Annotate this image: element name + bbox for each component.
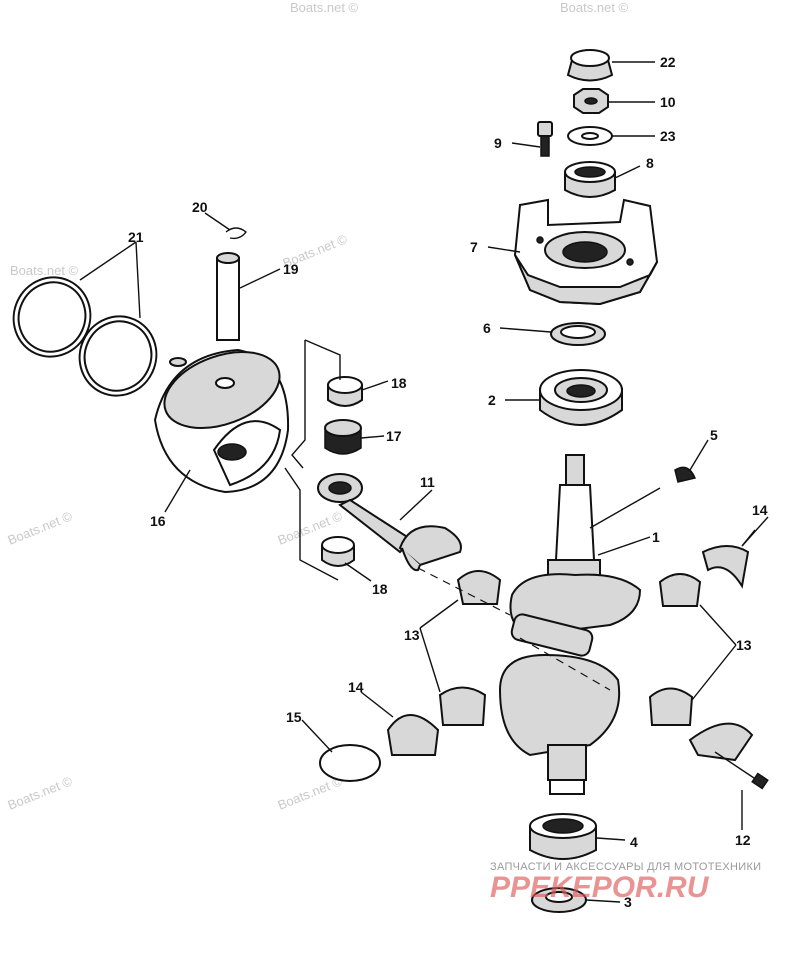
watermark: Boats.net © bbox=[10, 263, 79, 278]
callout-6: 6 bbox=[483, 320, 491, 336]
watermark: Boats.net © bbox=[560, 0, 629, 15]
callout-4: 4 bbox=[630, 834, 638, 850]
watermark: Boats.net © bbox=[6, 508, 75, 548]
assembly-line bbox=[284, 467, 339, 581]
part-18-bushing-lower[interactable] bbox=[321, 536, 355, 567]
part-rod-cap[interactable] bbox=[688, 722, 754, 762]
callout-2: 2 bbox=[488, 392, 496, 408]
part-19-wrist-pin[interactable] bbox=[216, 252, 240, 341]
watermark: Boats.net © bbox=[6, 773, 75, 813]
part-9-screw[interactable] bbox=[537, 121, 553, 157]
callout-12: 12 bbox=[735, 832, 751, 848]
callout-18: 18 bbox=[372, 581, 388, 597]
part-13-roller-cage[interactable] bbox=[438, 570, 702, 726]
callout-21: 21 bbox=[128, 229, 144, 245]
callout-8: 8 bbox=[646, 155, 654, 171]
part-14-race-upper[interactable] bbox=[701, 545, 750, 589]
part-8-bushing[interactable] bbox=[564, 161, 616, 198]
callout-14: 14 bbox=[752, 502, 768, 518]
callout-14: 14 bbox=[348, 679, 364, 695]
brand-tagline: ЗАПЧАСТИ И АКСЕССУАРЫ ДЛЯ МОТОТЕХНИКИ bbox=[490, 861, 761, 873]
leader-lines bbox=[79, 61, 769, 903]
watermark: Boats.net © bbox=[290, 0, 359, 15]
callout-13: 13 bbox=[736, 637, 752, 653]
part-2-bearing[interactable] bbox=[539, 369, 623, 426]
part-17-needle-bearing[interactable] bbox=[324, 419, 362, 455]
part-22-cap[interactable] bbox=[566, 49, 614, 82]
callout-18: 18 bbox=[391, 375, 407, 391]
callout-22: 22 bbox=[660, 54, 676, 70]
callout-20: 20 bbox=[192, 199, 208, 215]
part-18-bushing-upper[interactable] bbox=[327, 376, 363, 407]
part-1-crankshaft[interactable] bbox=[498, 454, 642, 795]
part-7-end-cap[interactable] bbox=[513, 198, 659, 306]
callout-3: 3 bbox=[624, 894, 632, 910]
callout-17: 17 bbox=[386, 428, 402, 444]
part-4-bearing[interactable] bbox=[529, 813, 597, 860]
callout-19: 19 bbox=[283, 261, 299, 277]
part-11-connecting-rod[interactable] bbox=[317, 473, 462, 572]
part-3-seal[interactable] bbox=[531, 887, 587, 913]
part-12-bolt[interactable] bbox=[714, 751, 769, 790]
callout-15: 15 bbox=[286, 709, 302, 725]
callout-16: 16 bbox=[150, 513, 166, 529]
part-20-clip[interactable] bbox=[225, 227, 247, 240]
part-21-rings[interactable] bbox=[1, 265, 170, 409]
part-16-piston[interactable] bbox=[153, 338, 290, 494]
callout-10: 10 bbox=[660, 94, 676, 110]
assembly-line bbox=[519, 637, 611, 691]
callout-23: 23 bbox=[660, 128, 676, 144]
callout-9: 9 bbox=[494, 135, 502, 151]
callout-1: 1 bbox=[652, 529, 660, 545]
part-10-nut[interactable] bbox=[573, 88, 609, 114]
callout-7: 7 bbox=[470, 239, 478, 255]
part-14-race-lower[interactable] bbox=[386, 714, 440, 756]
part-6-ring[interactable] bbox=[550, 322, 606, 346]
part-23-washer[interactable] bbox=[567, 126, 613, 146]
callout-5: 5 bbox=[710, 427, 718, 443]
assembly-line bbox=[291, 340, 306, 469]
part-15-disc[interactable] bbox=[319, 744, 381, 782]
brand-logo: PPEKEPOR.RU bbox=[490, 871, 710, 904]
assembly-line bbox=[304, 339, 341, 380]
callout-11: 11 bbox=[420, 474, 435, 490]
callout-13: 13 bbox=[404, 627, 420, 643]
assembly-line bbox=[417, 567, 511, 616]
part-5-key[interactable] bbox=[674, 466, 697, 483]
